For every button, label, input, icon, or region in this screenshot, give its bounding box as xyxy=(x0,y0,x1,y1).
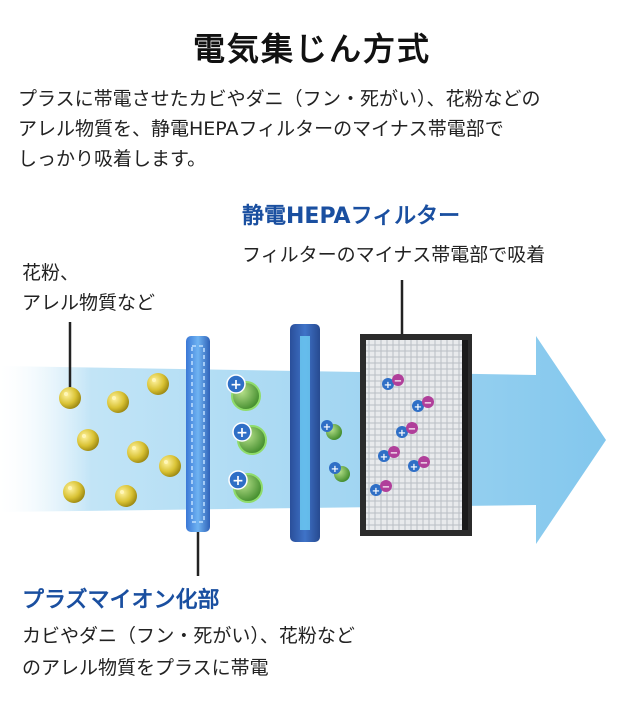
minus-symbol: − xyxy=(424,398,432,409)
pollen-grain-icon xyxy=(107,391,129,413)
plasma-ion-line: カビやダニ（フン・死がい）、花粉など xyxy=(22,625,355,647)
trapped-particle-icon: + − xyxy=(412,396,434,413)
hepa-filter-icon xyxy=(360,334,472,536)
pollen-label-line: 花粉、 xyxy=(22,262,80,284)
charged-particle-icon: + xyxy=(329,462,350,482)
pollen-grain-icon xyxy=(63,481,85,503)
page-title: 電気集じん方式 xyxy=(192,30,431,68)
plasma-ionizer-icon xyxy=(186,336,210,532)
minus-symbol: − xyxy=(382,482,390,493)
plus-symbol: + xyxy=(230,377,242,393)
pollen-grain-icon xyxy=(159,455,181,477)
minus-symbol: − xyxy=(394,376,402,387)
plus-symbol: + xyxy=(331,464,339,475)
pollen-grain-icon xyxy=(59,387,81,409)
trapped-particle-icon: + − xyxy=(370,480,392,497)
plus-symbol: + xyxy=(372,486,380,497)
pollen-grain-icon xyxy=(115,485,137,507)
plasma-ion-line: のアレル物質をプラスに帯電 xyxy=(22,657,269,679)
trapped-particle-icon: + − xyxy=(408,456,430,473)
hepa-filter-description: フィルターのマイナス帯電部で吸着 xyxy=(242,244,546,266)
intro-text: プラスに帯電させたカビやダニ（フン・死がい）、花粉などの アレル物質を、静電HE… xyxy=(18,84,608,174)
plus-symbol: + xyxy=(323,422,331,433)
plasma-ion-title: プラズマイオン化部 xyxy=(22,588,220,613)
intro-line: アレル物質を、静電HEPAフィルターのマイナス帯電部で xyxy=(18,118,504,140)
minus-symbol: − xyxy=(420,458,428,469)
pollen-label: 花粉、 アレル物質など xyxy=(22,258,155,318)
plus-symbol: + xyxy=(380,452,388,463)
plus-symbol: + xyxy=(398,428,406,439)
trapped-particle-icon: + − xyxy=(382,374,404,391)
trapped-particle-icon: + − xyxy=(378,446,400,463)
pollen-grain-icon xyxy=(77,429,99,451)
trapped-particle-icon: + − xyxy=(396,422,418,439)
minus-symbol: − xyxy=(390,448,398,459)
charged-particle-icon: + xyxy=(232,422,267,455)
plus-symbol: + xyxy=(232,473,244,489)
filter-frame-icon xyxy=(290,324,320,542)
pollen-grain-icon xyxy=(127,441,149,463)
plus-symbol: + xyxy=(236,425,248,441)
pollen-label-line: アレル物質など xyxy=(22,292,156,314)
plus-symbol: + xyxy=(410,462,418,473)
minus-symbol: − xyxy=(408,424,416,435)
intro-line: しっかり吸着します。 xyxy=(18,148,207,170)
intro-line: プラスに帯電させたカビやダニ（フン・死がい）、花粉などの xyxy=(18,88,541,110)
plus-symbol: + xyxy=(414,402,422,413)
hepa-filter-title: 静電HEPAフィルター xyxy=(242,204,461,229)
pollen-grain-icon xyxy=(147,373,169,395)
charged-particle-icon: + xyxy=(226,374,261,411)
plasma-ion-description: カビやダニ（フン・死がい）、花粉など のアレル物質をプラスに帯電 xyxy=(22,620,355,684)
plus-symbol: + xyxy=(384,380,392,391)
charged-particle-icon: + xyxy=(321,420,342,440)
charged-particle-icon: + xyxy=(228,470,263,503)
